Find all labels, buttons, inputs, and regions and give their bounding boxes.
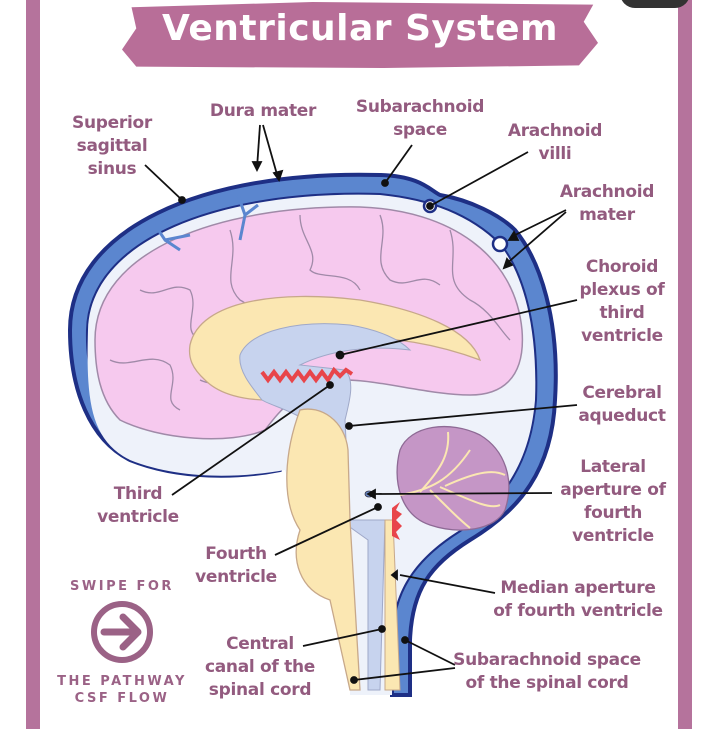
frame-right-border [678,0,692,729]
label-cerebral-aqueduct: Cerebral aqueduct [578,383,666,426]
corner-overlay [620,0,690,8]
ventricle-shape [239,323,412,691]
label-superior-sagittal-sinus: Superior sagittal sinus [72,113,152,179]
arachnoid-villus-2 [491,235,509,253]
label-fourth-ventricle: Fourth ventricle [195,544,277,587]
label-lateral-aperture: Lateral aperture of fourth ventricle [560,457,666,546]
label-spinal-subarachnoid: Subarachnoid space of the spinal cord [453,650,641,693]
label-median-aperture: Median aperture of fourth ventricle [493,578,663,621]
label-subarachnoid-space: Subarachnoid space [355,97,485,140]
fourth-ventricle-choroid [392,502,402,540]
choroid-plexus-shape [260,366,354,384]
label-dura-mater: Dura mater [209,101,317,121]
title-banner [122,2,598,68]
swipe-label-bottom: THE PATHWAY CSF FLOW [57,674,187,706]
arrow-right-circle-icon[interactable] [91,601,153,663]
label-third-ventricle: Third ventricle [97,484,179,527]
brainstem-shape [286,408,361,691]
label-central-canal: Central canal of the spinal cord [204,634,316,700]
label-arachnoid-villi: Arachnoid villi [507,121,603,164]
swipe-label-top: SWIPE FOR [70,579,174,594]
label-arachnoid-mater: Arachnoid mater [559,182,655,225]
spinal-cord-shape [384,519,401,691]
frame-left-border [26,0,40,729]
leader-lines [144,124,578,684]
page-title: Ventricular System [161,8,559,49]
bridging-veins [153,194,259,252]
label-choroid-plexus: Choroid plexus of third ventricle [579,257,665,346]
